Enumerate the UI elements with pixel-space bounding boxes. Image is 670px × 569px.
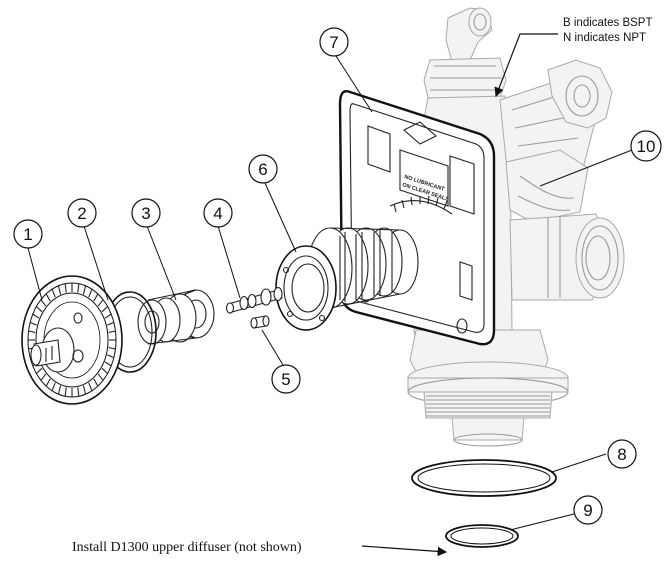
callout-2-label: 2 bbox=[77, 204, 86, 223]
gear-tooth bbox=[29, 321, 38, 326]
gear-tooth bbox=[82, 385, 87, 395]
gear-tooth bbox=[108, 330, 116, 334]
gear-tooth bbox=[77, 387, 80, 397]
gear-tooth bbox=[93, 378, 99, 387]
callout-10: 10 bbox=[630, 130, 662, 162]
gear-tooth bbox=[97, 299, 104, 307]
callout-7: 7 bbox=[319, 27, 349, 57]
gear-tooth bbox=[93, 293, 99, 302]
gear-tooth bbox=[51, 289, 56, 298]
gear-tooth bbox=[28, 330, 36, 334]
callout-7-label: 7 bbox=[329, 33, 338, 52]
spacer-stack bbox=[137, 289, 215, 345]
small-pin bbox=[250, 315, 270, 329]
gear-tooth bbox=[32, 313, 40, 319]
callout-2: 2 bbox=[67, 198, 97, 228]
thread-note-line2: N indicates NPT bbox=[563, 32, 646, 44]
callout-3-label: 3 bbox=[141, 204, 150, 223]
gear-tooth bbox=[51, 382, 56, 391]
gear-tooth bbox=[101, 367, 108, 374]
gear-tooth bbox=[64, 387, 67, 397]
gear-tooth bbox=[36, 306, 43, 313]
callout-3: 3 bbox=[131, 198, 161, 228]
gear-tooth bbox=[40, 373, 47, 381]
callout-4-label: 4 bbox=[213, 204, 222, 223]
callout-6: 6 bbox=[248, 154, 278, 184]
gear-tooth bbox=[106, 354, 115, 359]
gear-tooth bbox=[57, 385, 62, 395]
gear-tooth bbox=[106, 321, 115, 326]
gear-tooth bbox=[104, 361, 112, 367]
callout-5-label: 5 bbox=[281, 370, 290, 389]
gear-tooth bbox=[45, 293, 51, 302]
gear-tooth bbox=[104, 313, 112, 319]
callout-8-label: 8 bbox=[617, 445, 626, 464]
gear-tooth bbox=[77, 283, 80, 293]
gear-tooth bbox=[45, 378, 51, 387]
install-note-arrow bbox=[361, 545, 448, 557]
gear-tooth bbox=[101, 306, 108, 313]
thread-note-arrow bbox=[494, 33, 558, 98]
callout-1: 1 bbox=[13, 219, 43, 249]
piston-cylinder bbox=[275, 227, 419, 331]
callout-6-label: 6 bbox=[258, 160, 267, 179]
gear-tooth bbox=[82, 285, 87, 295]
install-note: Install D1300 upper diffuser (not shown) bbox=[72, 540, 302, 555]
piston-rod bbox=[225, 286, 283, 314]
o-ring-large bbox=[411, 459, 557, 497]
o-ring-medium bbox=[445, 524, 519, 548]
gear-tooth bbox=[36, 367, 43, 374]
gear-tooth bbox=[108, 346, 116, 350]
callout-9-label: 9 bbox=[583, 501, 592, 520]
gear-tooth bbox=[97, 373, 104, 381]
thread-note-line1: B indicates BSPT bbox=[563, 17, 652, 29]
gear-tooth bbox=[64, 283, 67, 293]
callout-10-label: 10 bbox=[637, 137, 656, 156]
callout-8: 8 bbox=[607, 439, 637, 469]
callout-4: 4 bbox=[203, 198, 233, 228]
gear-tooth bbox=[40, 299, 47, 307]
drive-gear bbox=[21, 275, 123, 405]
gear-tooth bbox=[88, 382, 93, 391]
callout-5: 5 bbox=[271, 364, 301, 394]
gear-tooth bbox=[88, 289, 93, 298]
callout-1-label: 1 bbox=[23, 225, 32, 244]
callout-9: 9 bbox=[573, 495, 603, 525]
leader-lines bbox=[27, 55, 633, 531]
gear-tooth bbox=[57, 285, 62, 295]
